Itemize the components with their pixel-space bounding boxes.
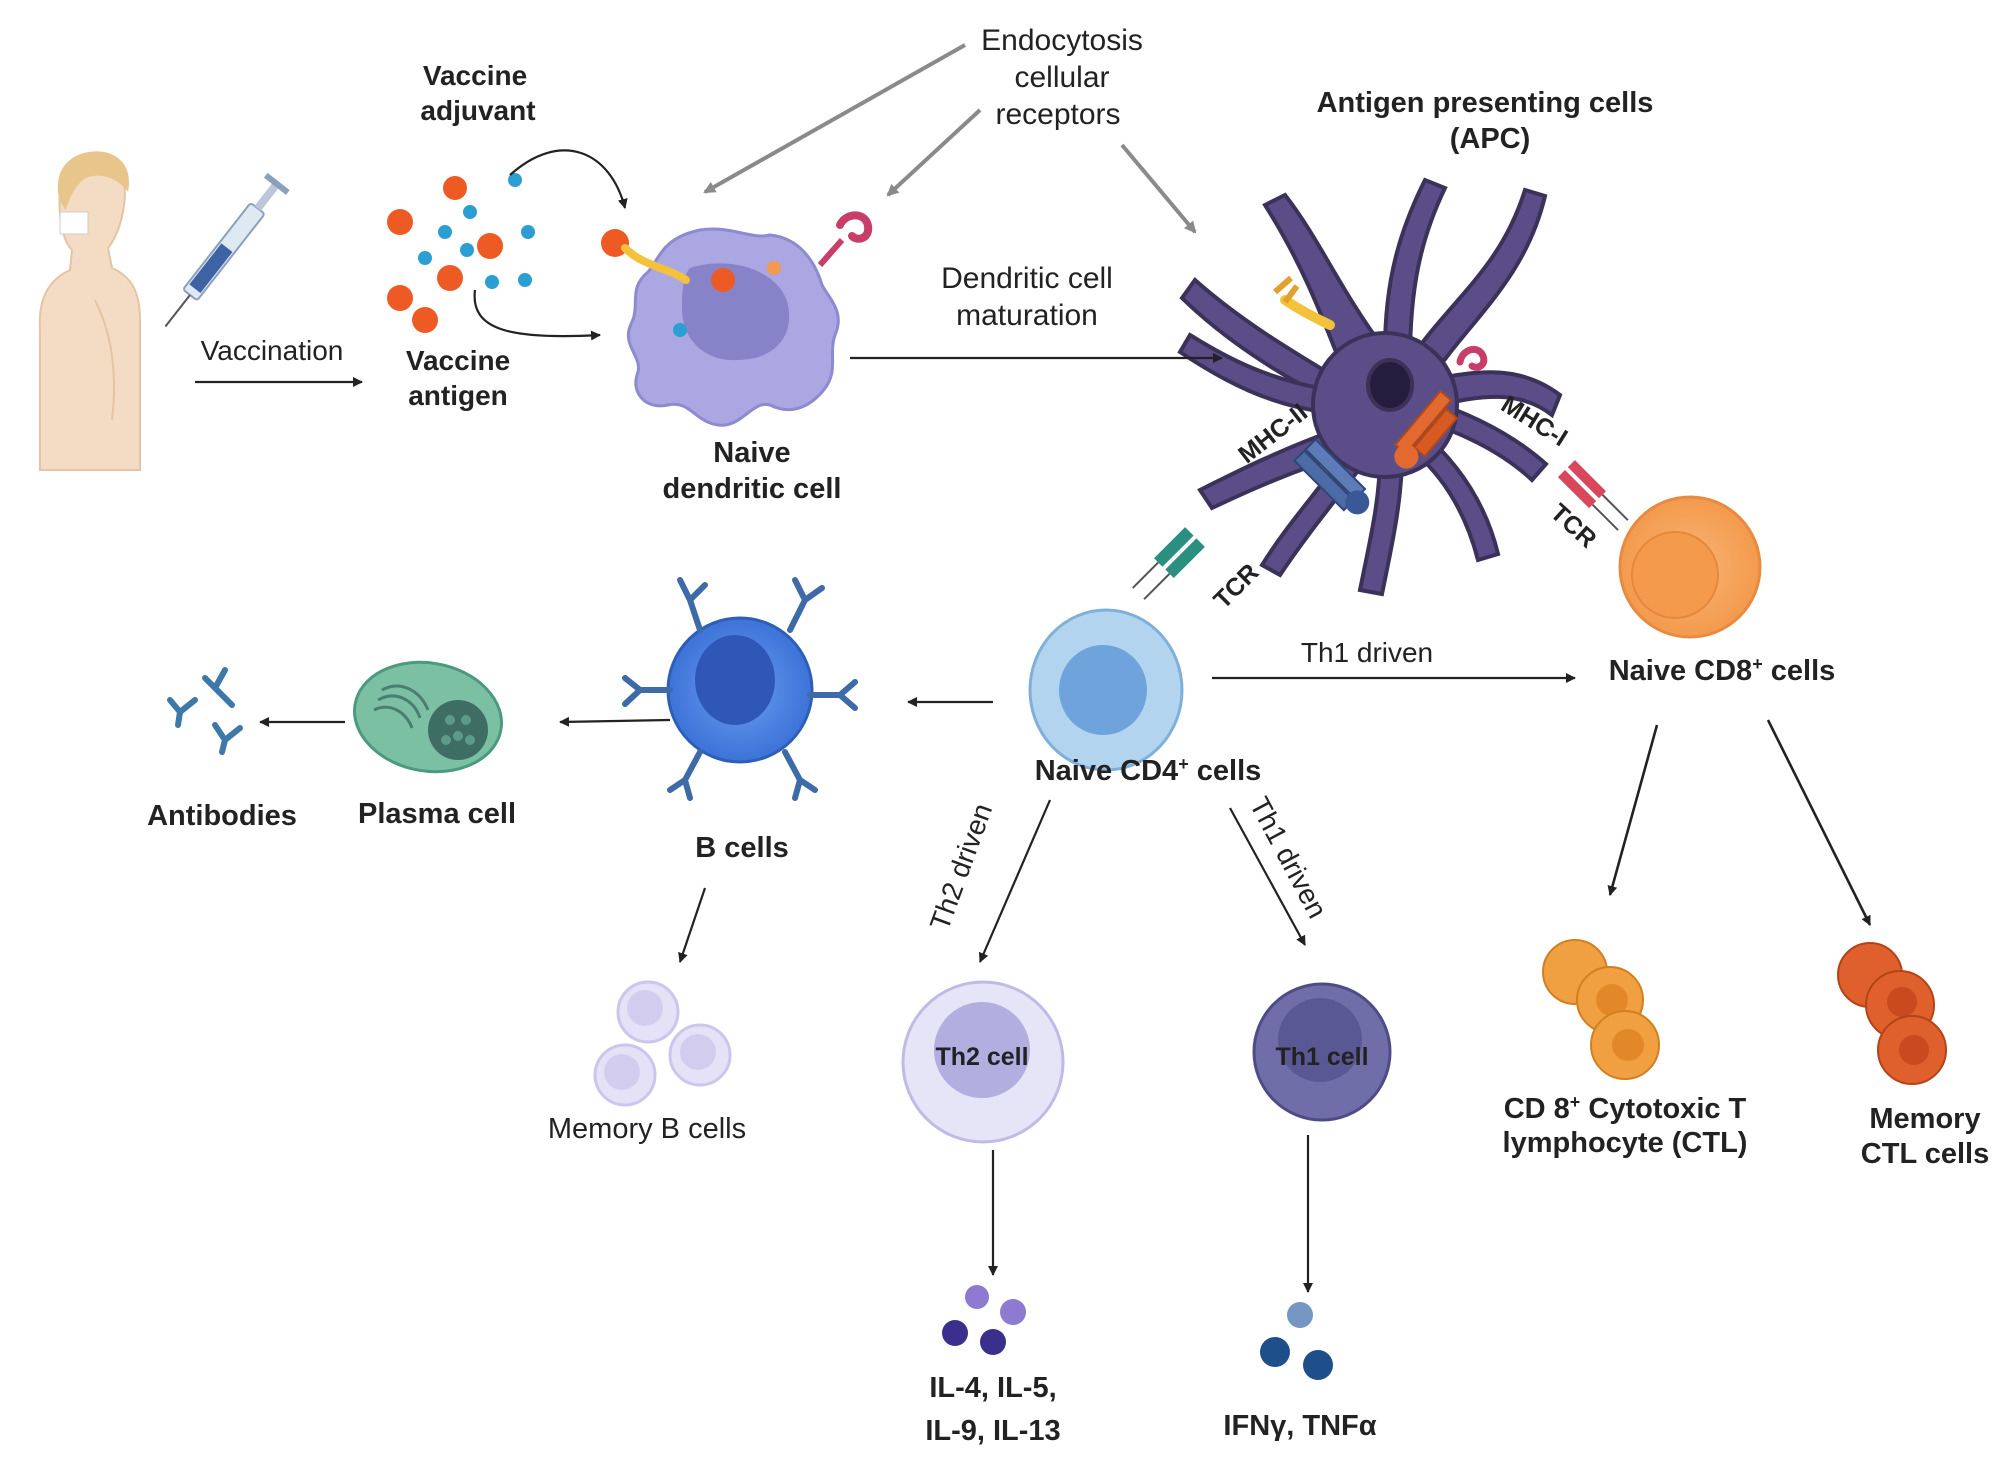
label-ctl-1a: CD 8 xyxy=(1504,1093,1570,1125)
label-vaccine-antigen-2: antigen xyxy=(408,380,508,411)
label-ctl-1: CD 8+ Cytotoxic T xyxy=(1504,1092,1747,1125)
label-th1-cytokines: IFNγ, TNFα xyxy=(1223,1410,1376,1442)
label-th1-cell: Th1 cell xyxy=(1275,1043,1368,1071)
label-naive-cd4-suffix: cells xyxy=(1189,755,1262,787)
apc-receptor-yellow-icon xyxy=(1273,275,1335,330)
b-cell xyxy=(622,577,858,801)
hook-receptor-icon xyxy=(817,211,873,267)
label-ctl-2: lymphocyte (CTL) xyxy=(1503,1127,1748,1159)
b-cell-receptors xyxy=(622,577,858,801)
arrow-cd8-memory xyxy=(1766,719,1872,926)
memory-b-cells xyxy=(593,980,732,1107)
label-naive-cd8-suffix: cells xyxy=(1763,655,1836,687)
person-illustration xyxy=(38,151,141,471)
th1-cell xyxy=(1252,982,1392,1122)
label-th1-driven-cd8: Th1 driven xyxy=(1301,637,1433,668)
label-vaccine-adjuvant-1: Vaccine xyxy=(423,60,527,91)
label-apc-1: Antigen presenting cells xyxy=(1317,87,1654,119)
th2-cell xyxy=(901,980,1065,1144)
label-th2-cytokines-2: IL-9, IL-13 xyxy=(925,1415,1060,1447)
label-vaccination: Vaccination xyxy=(201,335,344,366)
arrow-bcell-plasma xyxy=(559,716,671,727)
naive-dendritic-cell xyxy=(601,211,873,427)
antibodies-icon xyxy=(167,667,243,755)
label-memory-ctl-2: CTL cells xyxy=(1861,1138,1989,1170)
label-b-cells: B cells xyxy=(695,832,789,864)
label-th2-driven: Th2 driven xyxy=(924,799,998,934)
mhc-ii-complex-icon xyxy=(1292,438,1370,515)
label-naive-cd8: Naive CD8+ cells xyxy=(1609,654,1836,687)
naive-cd4-cell xyxy=(1028,608,1184,772)
apc-cell xyxy=(1177,177,1563,597)
label-th2-cell: Th2 cell xyxy=(935,1043,1028,1071)
label-ctl-1b: Cytotoxic T xyxy=(1580,1093,1746,1125)
apc-hook-icon xyxy=(1456,345,1488,371)
syringe-icon xyxy=(164,172,290,328)
label-ctl-sup: + xyxy=(1570,1092,1581,1112)
th1-cytokines-icon xyxy=(1260,1302,1333,1380)
label-plasma-cell: Plasma cell xyxy=(358,798,516,830)
label-naive-dendritic-1: Naive xyxy=(713,437,790,469)
endocytosis-arrows xyxy=(703,43,1197,234)
tcr-cd4-icon xyxy=(1132,527,1205,600)
label-naive-cd4-sup: + xyxy=(1178,754,1189,774)
plasma-cell xyxy=(353,660,503,774)
label-vaccine-adjuvant-2: adjuvant xyxy=(420,95,535,126)
receptor-with-antigen-icon xyxy=(601,229,690,284)
arrows xyxy=(195,149,1872,1293)
label-antibodies: Antibodies xyxy=(147,800,297,832)
arrow-cd8-ctl xyxy=(1607,724,1659,896)
label-naive-cd4-text: Naive CD4 xyxy=(1035,755,1178,787)
naive-cd8-cell xyxy=(1618,495,1762,639)
label-dc-maturation-2: maturation xyxy=(956,299,1098,332)
label-th2-cytokines-1: IL-4, IL-5, xyxy=(929,1372,1056,1404)
label-naive-cd8-text: Naive CD8 xyxy=(1609,655,1752,687)
mhc-i-complex-icon xyxy=(1393,389,1459,469)
arrow-adjuvant xyxy=(509,149,628,209)
label-vaccine-antigen-1: Vaccine xyxy=(406,345,510,376)
th2-cytokines-icon xyxy=(942,1285,1026,1355)
label-endocytosis-1: Endocytosis xyxy=(981,24,1143,57)
vaccine-particles xyxy=(387,173,535,333)
ctl-cells xyxy=(1542,939,1660,1080)
label-memory-ctl-1: Memory xyxy=(1869,1103,1980,1135)
arrow-th1 xyxy=(1229,807,1306,946)
arrow-th2 xyxy=(978,799,1052,963)
arrow-antigen xyxy=(473,289,601,341)
label-tcr-cd4: TCR xyxy=(1208,558,1264,614)
label-memory-b-cells: Memory B cells xyxy=(548,1113,746,1145)
memory-ctl-cells xyxy=(1837,942,1947,1085)
label-naive-cd4: Naive CD4+ cells xyxy=(1035,754,1262,787)
label-naive-dendritic-2: dendritic cell xyxy=(663,473,842,505)
tcr-cd8-icon xyxy=(1557,460,1629,531)
label-apc-2: (APC) xyxy=(1450,123,1531,155)
label-endocytosis-3: receptors xyxy=(995,98,1120,131)
label-naive-cd8-sup: + xyxy=(1752,654,1763,674)
label-endocytosis-2: cellular xyxy=(1014,61,1109,94)
label-dc-maturation-1: Dendritic cell xyxy=(941,262,1113,295)
arrow-bcell-memory xyxy=(678,887,707,963)
